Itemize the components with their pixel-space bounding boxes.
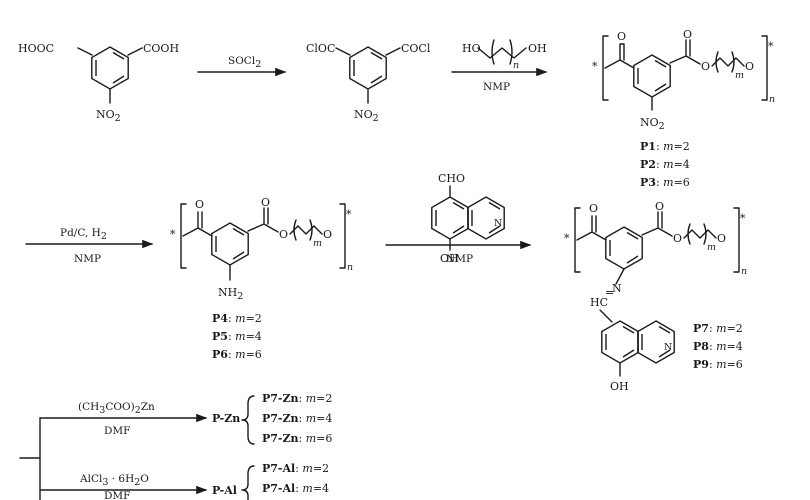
p1-nitro: NO2: [640, 116, 665, 132]
labels-p1-p3: P1: m=2 P2: m=4 P3: m=6: [640, 140, 690, 189]
diol-left-oh: HO: [462, 42, 481, 55]
step-6-solvent: DMF: [104, 490, 130, 500]
step-3-solvent: NMP: [74, 253, 101, 265]
label-p4: P4: m=2: [212, 312, 262, 325]
polymer-p1-p3: * * n O O O m O NO2: [592, 28, 775, 132]
p4-carbonyl-o-left: O: [195, 198, 204, 211]
p4-ether-o: O: [323, 228, 332, 241]
label-p5: P5: m=4: [212, 330, 262, 343]
label-p-zn: P-Zn: [212, 412, 240, 425]
step-1-reagent: SOCl2: [228, 55, 261, 70]
p7-quinoline-n: N: [664, 342, 672, 353]
acid-right-group: COOH: [143, 42, 179, 55]
step-3-reagent: Pd/C, H2: [60, 227, 107, 242]
nitroisophthaloyl-chloride: ClOC COCl NO2: [306, 42, 431, 124]
p1-carbonyl-o-right: O: [683, 28, 692, 41]
p7-quinoline-oh: OH: [610, 380, 629, 393]
step-4-schiff-base: CHO N OH NMP: [385, 172, 532, 265]
label-p9: P9: m=6: [693, 358, 743, 371]
p7-imine-n: N: [612, 282, 622, 295]
label-p7-zn-4: P7-Zn: m=4: [262, 412, 332, 425]
step-4-solvent: NMP: [446, 253, 473, 265]
label-p6: P6: m=6: [212, 348, 262, 361]
chloride-nitro-group: NO2: [354, 108, 379, 124]
nitroisophthalic-acid: HOOC COOH NO2: [18, 42, 179, 124]
p4-chain-m: m: [313, 238, 322, 249]
p7-left-star: *: [564, 232, 570, 245]
p1-chain-m: m: [735, 70, 744, 81]
p4-ester-o: O: [279, 228, 288, 241]
p4-right-star: *: [346, 208, 352, 221]
p7-ether-o: O: [717, 232, 726, 245]
step-5-6-metalation: (CH3COO)2Zn DMF AlCl3 · 6H2O DMF: [19, 401, 208, 500]
step-2-diol-condensation: HO n OH NMP: [451, 39, 548, 93]
chloride-right-group: COCl: [401, 42, 431, 55]
p1-ether-o: O: [745, 60, 754, 73]
p1-ester-o: O: [701, 60, 710, 73]
aldehyde-cho: CHO: [438, 172, 465, 185]
p7-repeat-n: n: [741, 266, 747, 277]
aldehyde-oh: OH: [440, 252, 459, 265]
label-p-al: P-Al: [212, 484, 237, 497]
step-6-reagent: AlCl3 · 6H2O: [79, 473, 149, 488]
label-p1: P1: m=2: [640, 140, 690, 153]
label-p2: P2: m=4: [640, 158, 690, 171]
labels-p4-p6: P4: m=2 P5: m=4 P6: m=6: [212, 312, 262, 361]
label-p7: P7: m=2: [693, 322, 743, 335]
step-2-solvent: NMP: [483, 81, 510, 93]
step-5-reagent: (CH3COO)2Zn: [78, 401, 155, 416]
p4-repeat-n: n: [347, 262, 353, 273]
zinc-complexes: P-Zn P7-Zn: m=2 P7-Zn: m=4 P7-Zn: m=6: [212, 392, 332, 445]
p4-carbonyl-o-right: O: [261, 196, 270, 209]
p7-right-star: *: [740, 212, 746, 225]
p1-repeat-n: n: [769, 94, 775, 105]
chloride-left-group: ClOC: [306, 42, 335, 55]
p1-left-star: *: [592, 60, 598, 73]
p4-left-star: *: [170, 228, 176, 241]
diol-subscript: n: [513, 60, 519, 71]
label-p7-al-4: P7-Al: m=4: [262, 482, 329, 495]
p7-imine-eq: =: [605, 286, 614, 299]
aldehyde-ring-n: N: [494, 218, 502, 229]
p7-ester-o: O: [673, 232, 682, 245]
step-3-reduction: Pd/C, H2 NMP: [25, 227, 154, 265]
step-1-thionyl-chloride: SOCl2: [197, 55, 287, 77]
label-p7-al-2: P7-Al: m=2: [262, 462, 329, 475]
acid-nitro-group: NO2: [96, 108, 121, 124]
p1-right-star: *: [768, 40, 774, 53]
label-p7-zn-2: P7-Zn: m=2: [262, 392, 332, 405]
step-5-solvent: DMF: [104, 425, 130, 437]
p7-carbonyl-o-right: O: [655, 200, 664, 213]
p7-chain-m: m: [707, 242, 716, 253]
p1-carbonyl-o-left: O: [617, 30, 626, 43]
label-p8: P8: m=4: [693, 340, 743, 353]
p4-amine: NH2: [218, 286, 243, 302]
polymer-p4-p6: * * n O O O m O NH2: [170, 196, 353, 302]
acid-left-group: HOOC: [18, 42, 54, 55]
p7-imine-hc: HC: [590, 296, 608, 309]
diol-right-oh: OH: [528, 42, 547, 55]
label-p7-zn-6: P7-Zn: m=6: [262, 432, 332, 445]
polymer-p7-p9: * * n O O O m O HC = N N OH: [564, 200, 747, 393]
p7-carbonyl-o-left: O: [589, 202, 598, 215]
aluminium-complexes: P-Al P7-Al: m=2 P7-Al: m=4: [212, 462, 329, 500]
label-p3: P3: m=6: [640, 176, 690, 189]
labels-p7-p9: P7: m=2 P8: m=4 P9: m=6: [693, 322, 743, 371]
